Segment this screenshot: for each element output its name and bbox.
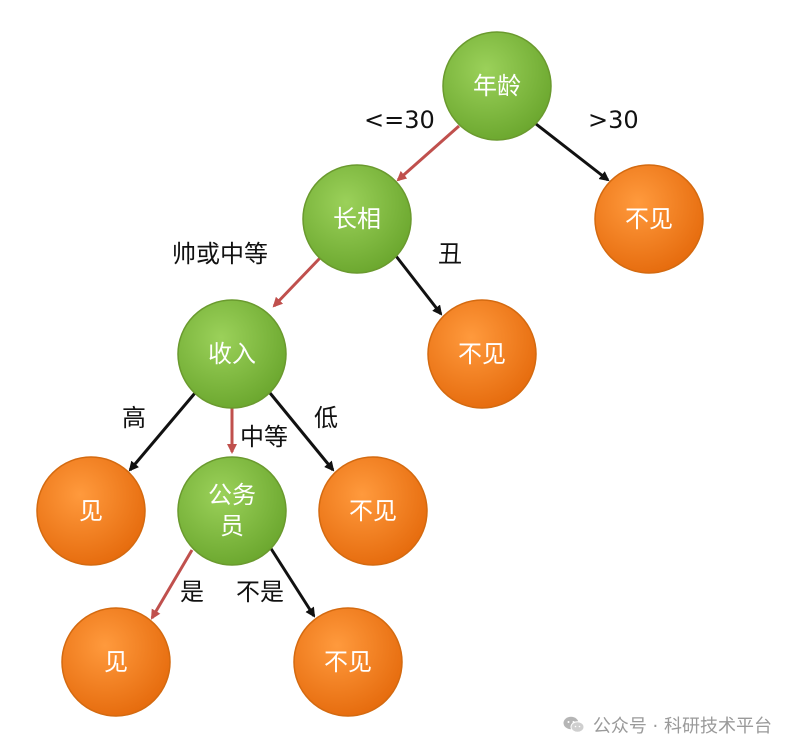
node-income: 收入: [177, 299, 287, 409]
edge-income-high: [128, 392, 197, 472]
node-age-gt30-leaf: 不见: [594, 164, 704, 274]
edge-income-low: [268, 392, 335, 472]
edge-labels: <=30 >30 帅或中等 丑 高 中等 低 是 不是: [122, 106, 639, 606]
node-civil-yes-leaf: 见: [61, 607, 171, 717]
node-looks-ugly-leaf: 不见: [427, 299, 537, 409]
node-income-low-leaf: 不见: [318, 456, 428, 566]
edge-age-gt30: [535, 122, 610, 182]
edge-civil-yes: [150, 549, 194, 620]
edge-label-yes: 是: [180, 578, 204, 606]
node-income-high-leaf: 见: [36, 456, 146, 566]
node-age-gt30-label: 不见: [625, 205, 673, 233]
edges: [128, 122, 610, 620]
edge-label-high: 高: [122, 404, 146, 432]
edge-label-gt30: >30: [588, 106, 639, 134]
node-civil-label-line2: 员: [220, 512, 244, 540]
edge-label-low: 低: [314, 404, 338, 432]
edge-label-ugly: 丑: [438, 240, 462, 268]
node-looks: 长相: [302, 164, 412, 274]
node-looks-label: 长相: [333, 205, 381, 233]
node-civil-label-line1: 公务: [208, 481, 256, 509]
watermark: 公众号 · 科研技术平台: [563, 712, 772, 738]
node-civil-yes-label: 见: [104, 648, 128, 676]
edge-looks-income: [272, 256, 322, 308]
wechat-icon: [563, 716, 585, 733]
edge-age-looks: [396, 124, 460, 182]
nodes: 年龄 长相 不见 收入 不见 见 公务 员 不见: [36, 31, 704, 717]
edge-label-medium: 中等: [240, 423, 288, 451]
edge-label-handsome-or-medium: 帅或中等: [172, 240, 268, 268]
node-looks-ugly-label: 不见: [458, 340, 506, 368]
edge-label-no: 不是: [236, 578, 284, 606]
edge-civil-no: [268, 546, 316, 618]
edge-looks-ugly: [394, 255, 443, 316]
node-income-low-label: 不见: [349, 497, 397, 525]
edge-label-le30: <=30: [364, 106, 435, 134]
node-civil-no-label: 不见: [324, 648, 372, 676]
node-age: 年龄: [442, 31, 552, 141]
node-income-high-label: 见: [79, 497, 103, 525]
node-civil-no-leaf: 不见: [293, 607, 403, 717]
node-age-label: 年龄: [473, 72, 521, 100]
node-civil-servant: 公务 员: [177, 456, 287, 566]
watermark-text: 公众号 · 科研技术平台: [592, 716, 772, 737]
node-income-label: 收入: [208, 340, 256, 368]
